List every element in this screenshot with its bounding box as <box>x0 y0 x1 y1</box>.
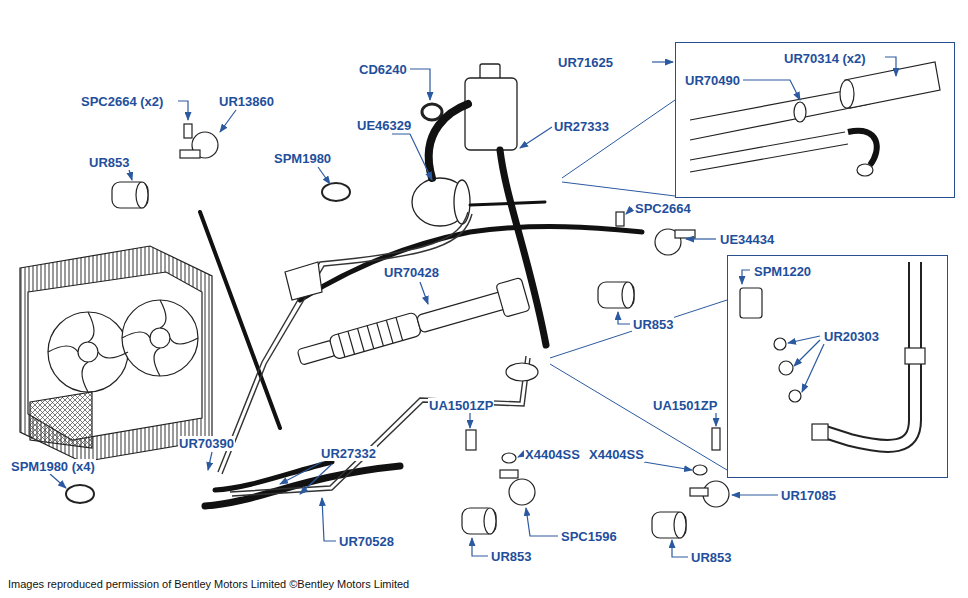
part-number: SPC1596 <box>560 529 618 544</box>
part-number: UR853 <box>690 550 732 565</box>
part-number: UR17085 <box>780 488 837 503</box>
part-number: UR27332 <box>320 446 377 461</box>
part-number: SPM1980 (x4) <box>10 459 96 474</box>
part-number: UR13860 <box>218 94 275 109</box>
part-number: UR70490 <box>684 73 741 88</box>
part-number: UE34434 <box>719 232 775 247</box>
inset-box: UR70314 (x2) UR70490 <box>675 42 955 198</box>
part-number: UR27333 <box>553 119 610 134</box>
part-number: UR70314 (x2) <box>783 51 867 66</box>
part-number: X4404SS <box>524 447 581 462</box>
part-number: UR853 <box>490 549 532 564</box>
part-number: SPC2664 (x2) <box>80 94 164 109</box>
part-number: SPM1220 <box>753 264 812 279</box>
part-number: CD6240 <box>358 62 408 77</box>
part-number: UE46329 <box>356 118 412 133</box>
part-number: X4404SS <box>588 447 645 462</box>
part-number: UR70428 <box>383 265 440 280</box>
inset-box: SPM1220UR20303 <box>727 255 948 478</box>
part-number: SPM1980 <box>273 151 332 166</box>
part-number: UA1501ZP <box>652 398 718 413</box>
copyright-caption: Images reproduced permission of Bentley … <box>8 578 409 591</box>
part-number: UA1501ZP <box>428 398 494 413</box>
part-number: UR71625 <box>557 55 614 70</box>
part-number: UR70528 <box>338 534 395 549</box>
part-number: UR853 <box>632 317 674 332</box>
part-number: UR853 <box>88 155 130 170</box>
part-number: SPC2664 <box>634 201 692 216</box>
part-number: UR70390 <box>178 436 235 451</box>
part-number: UR20303 <box>823 329 880 344</box>
